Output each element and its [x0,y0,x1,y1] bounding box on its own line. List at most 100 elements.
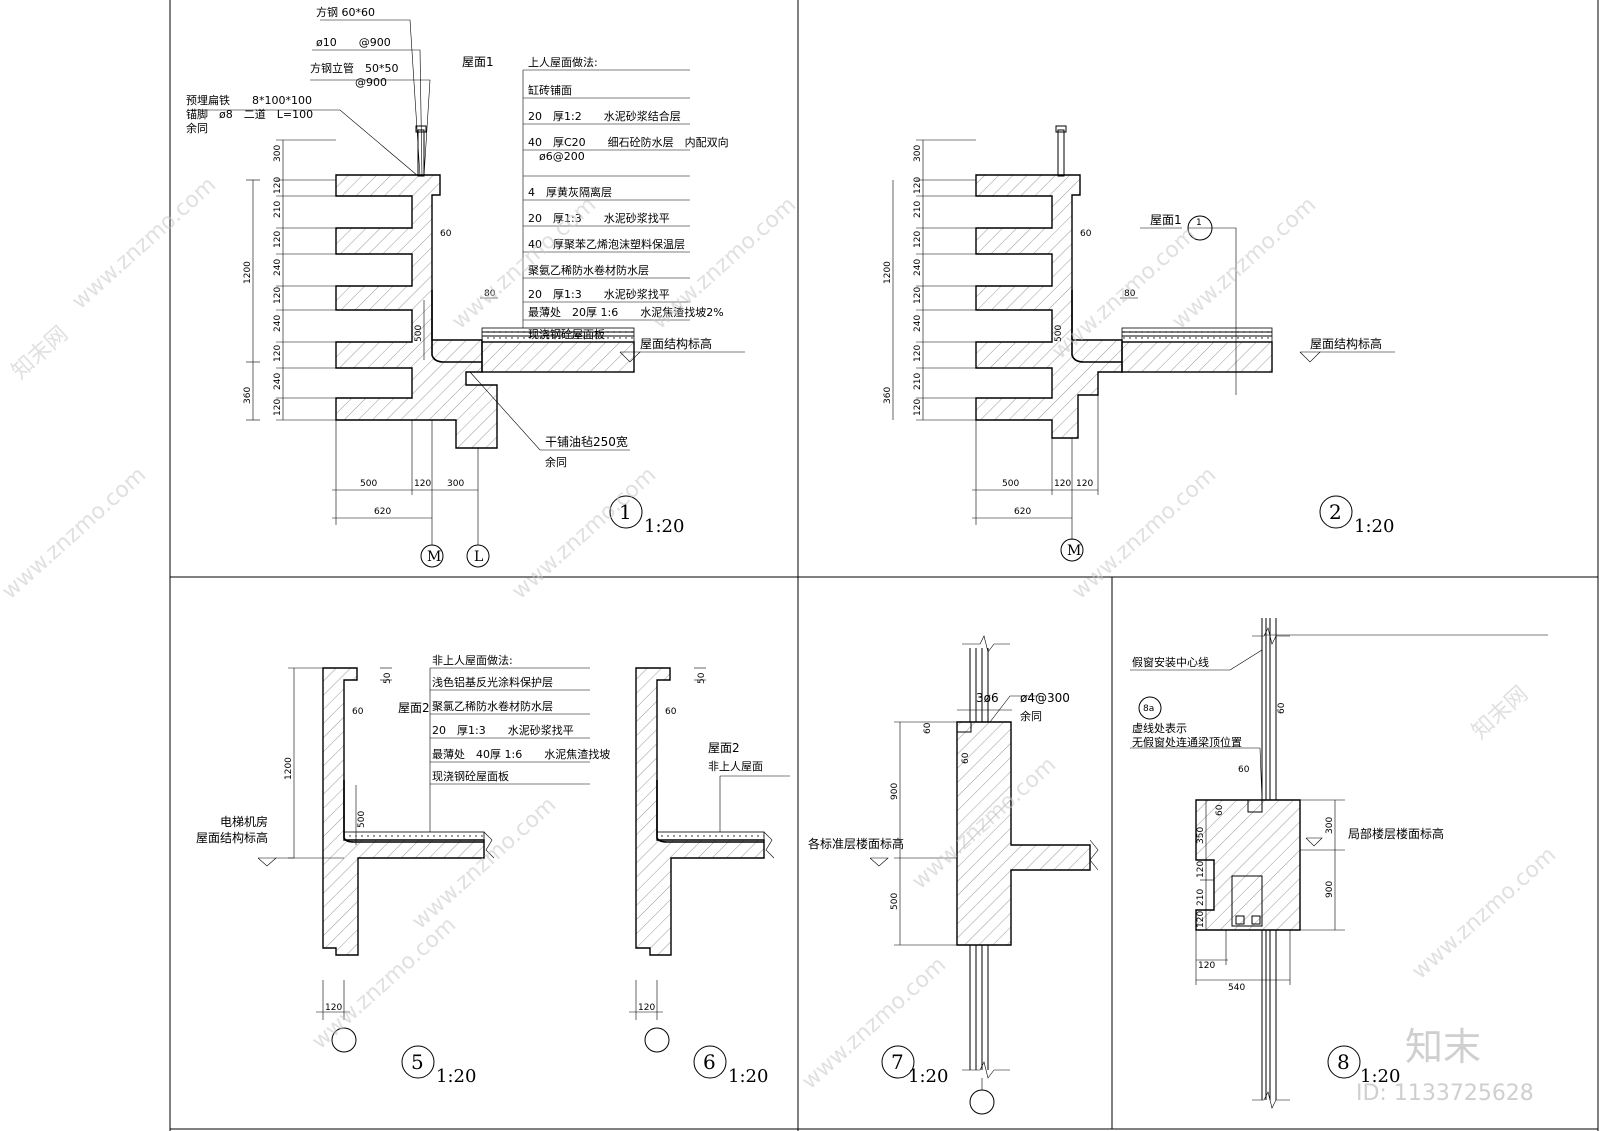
dim: 120 [273,345,283,362]
watermark-site: www.znzmo.com [407,792,561,934]
membrane [1071,290,1122,363]
rebar-label-2: ø4@300 [1020,691,1070,705]
callout-ref: 8a [1143,704,1154,714]
detail-number-circle [609,495,643,529]
watermark-brand: 知末网 [7,322,73,385]
dim-120: 120 [325,1003,342,1013]
layer-table-1 [523,69,690,321]
axis-l: L [474,549,483,565]
detail-5: 非上人屋面做法: 浅色铝基反光涂料保护层 聚氯乙稀防水卷材防水层 20 厚1:3… [196,653,610,1087]
dim: 120 [913,177,923,194]
detail-number-circle [881,1045,915,1079]
detail-scale: 1:20 [644,516,684,537]
watermark-id: ID: 1133725628 [1356,1081,1534,1106]
dim-80: 80 [484,289,496,299]
note-same: 余同 [186,121,208,135]
layers-title: 非上人屋面做法: [432,653,513,667]
watermark-site: www.znzmo.com [1407,842,1561,984]
layer-4: 4 厚黄灰隔离层 [528,185,612,199]
layer-5: 20 厚1:3 水泥砂浆找平 [528,211,670,225]
detail-scale: 1:20 [436,1066,476,1087]
detail-number: 6 [703,1050,716,1074]
dim: 120 [414,479,431,489]
roof-sub: 非上人屋面 [708,760,763,773]
layer-2: 20 厚1:2 水泥砂浆结合层 [528,109,681,123]
watermark-site: www.znzmo.com [647,192,801,334]
axis-bubble-m [1060,538,1084,562]
felt-label: 干铺油毡250宽 [545,434,628,449]
dim-500: 500 [357,811,367,828]
dim: 240 [273,259,283,276]
felt-sub: 余同 [545,455,567,469]
dim: 120 [273,177,283,194]
detail-number: 8 [1337,1050,1350,1074]
layer-1: 浅色铝基反光涂料保护层 [432,675,553,689]
roof-label: 屋面2 [708,741,740,755]
callout-circle [1138,696,1162,720]
room-label: 电梯机房 [220,814,268,829]
axis-m: M [427,549,441,565]
detail-scale: 1:20 [1354,516,1394,537]
dim-1200: 1200 [883,261,893,284]
note-steel-60: 方钢 60*60 [316,5,375,19]
dim: 500 [1002,479,1019,489]
dim: 210 [1196,889,1206,906]
dim: 120 [273,399,283,416]
watermark-site: www.znzmo.com [67,172,221,314]
layer-1: 缸砖铺面 [528,83,572,97]
dim-60: 60 [665,707,677,717]
roof-layers [1121,327,1273,343]
detail-8: 假窗安装中心线 8a 虚线处表示 无假窗处连通梁顶位置 局部楼层楼面标高 60 … [1130,618,1548,1109]
dim-500: 500 [890,893,900,910]
watermark-site: www.znzmo.com [0,462,151,604]
dim: 120 [1196,861,1206,878]
dim: 120 [1196,911,1206,928]
note-2: 无假窗处连通梁顶位置 [1132,735,1242,749]
detail-number-circle [401,1045,435,1079]
layer-10: 现浇钢砼屋面板 [528,327,605,341]
note-rebar-10: ø10 @900 [316,36,391,49]
dim-60: 60 [1277,702,1287,714]
elevation-label: 各标准层楼面标高 [808,836,904,851]
dim-300: 300 [1325,817,1335,834]
dim-50: 50 [697,672,707,684]
dim: 350 [1196,827,1206,844]
watermarks: 知末网 www.znzmo.com www.znzmo.com www.znzm… [0,172,1561,1106]
dim-80: 80 [1124,289,1136,299]
layer-2: 聚氯乙稀防水卷材防水层 [432,699,553,713]
membrane [343,780,484,843]
elevation-label: 屋面结构标高 [196,830,268,845]
note-steel-post: 方钢立管 50*50 [310,61,399,75]
parapet-section [322,667,485,956]
beam-section [1195,799,1301,931]
dim-60: 60 [961,752,971,764]
axis-bubble [969,1089,995,1115]
dim: 240 [273,373,283,390]
note-anchor: 锚脚 ø8 二道 L=100 [186,107,313,121]
dim-900: 900 [1325,881,1335,898]
dim: 120 [1076,479,1093,489]
layer-8: 20 厚1:3 水泥砂浆找平 [528,287,670,301]
roof-label: 屋面1 [462,55,494,69]
dim: 120 [273,231,283,248]
dim-120: 120 [638,1003,655,1013]
dim: 300 [273,145,283,162]
detail-7: 3ø6 ø4@300 余同 各标准层楼面标高 60 60 900 500 7 1… [808,635,1099,1115]
wall-section [956,721,1091,946]
dim-620: 620 [1014,507,1031,517]
dim: 300 [447,479,464,489]
dim-360: 360 [883,387,893,404]
watermark-site: www.znzmo.com [507,462,661,604]
note-spacing-900: @900 [355,76,387,89]
dim-500: 500 [1054,325,1064,342]
rebar-label-1: 3ø6 [976,691,999,705]
dim-60: 60 [923,722,933,734]
layer-3: 40 厚C20 细石砼防水层 内配双向 [528,135,729,149]
dim-60: 60 [440,229,452,239]
watermark-brand: 知末网 [1467,682,1533,745]
callout-number: 1 [1196,218,1202,228]
detail-number: 1 [619,500,632,524]
dim-1200: 1200 [243,261,253,284]
dim-60: 60 [1080,229,1092,239]
